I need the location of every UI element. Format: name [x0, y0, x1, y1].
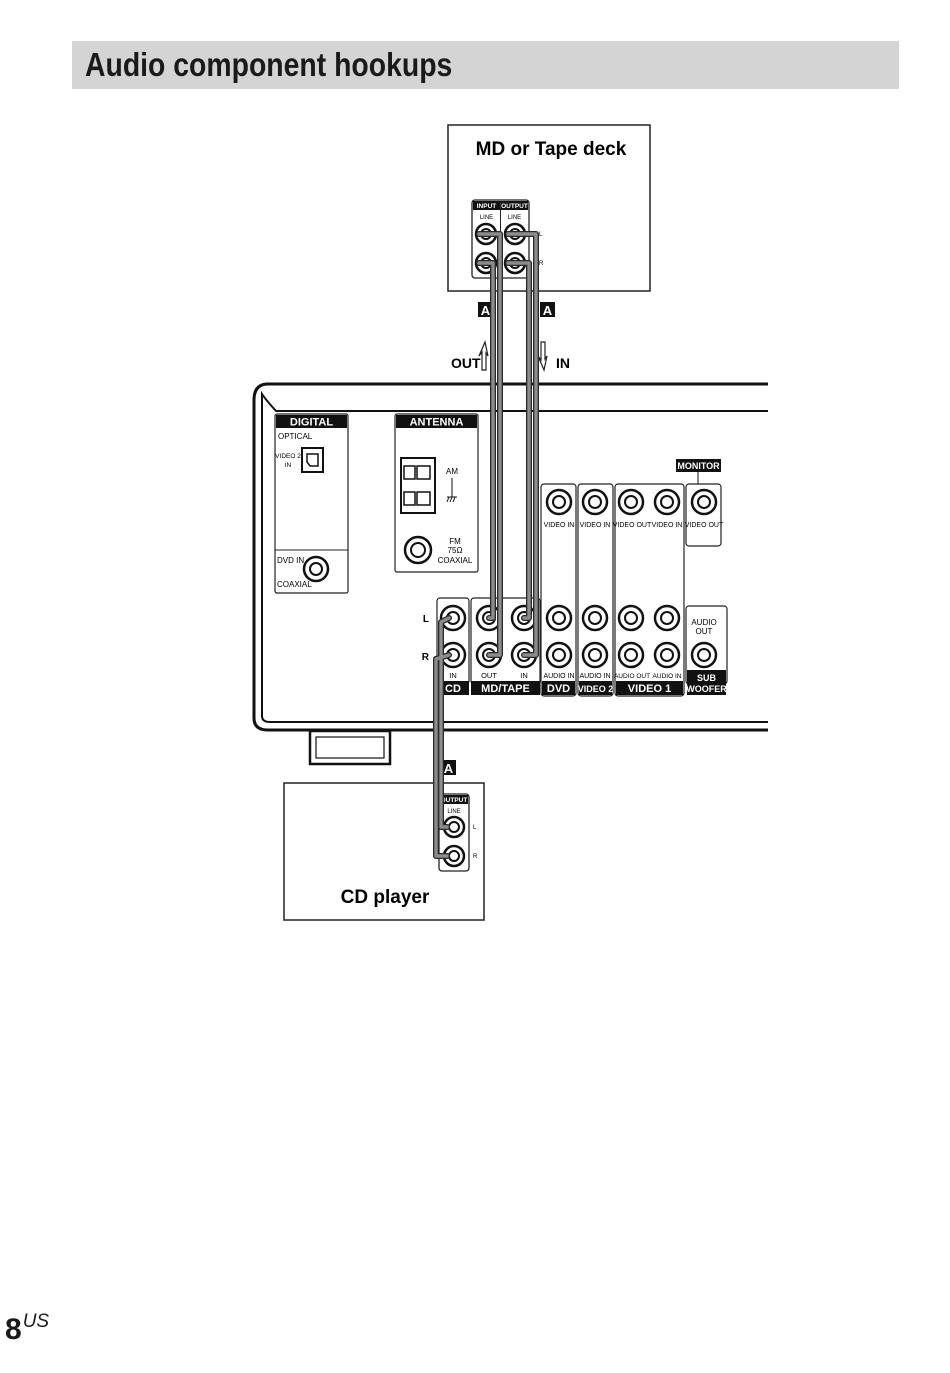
cd-output-label: OUTPUT — [441, 797, 468, 804]
optical-video2-label: VIDEO 2 — [275, 453, 301, 460]
md-deck-label: MD or Tape deck — [476, 139, 627, 160]
cable-marker-a3: A — [441, 760, 456, 776]
section-dvd-label: DVD — [547, 683, 570, 695]
monitor-label: MONITOR — [677, 461, 720, 471]
section-md-tape-label: MD/TAPE — [481, 683, 530, 695]
out-arrow-icon — [478, 340, 489, 371]
audio-out-label-1: AUDIO — [691, 618, 716, 627]
cd-l-label: L — [473, 825, 477, 831]
video-out-monitor-label: VIDEO OUT — [685, 522, 724, 529]
section-title-bar: Audio component hookups — [72, 41, 899, 89]
cd-r-label: R — [473, 854, 478, 860]
video-jacks — [545, 488, 718, 516]
fm-label: FM — [449, 537, 461, 546]
in-arrow-icon — [537, 341, 548, 372]
fm-ohm-label: 75Ω — [448, 546, 463, 555]
coaxial-label: COAXIAL — [277, 580, 312, 589]
section-woofer-label: WOOFER — [686, 684, 727, 694]
optical-label: OPTICAL — [278, 432, 313, 441]
audio-in-v2-label: AUDIO IN — [579, 673, 610, 680]
audio-out-v1-label: AUDIO OUT — [614, 673, 650, 680]
section-video1-label: VIDEO 1 — [628, 683, 671, 695]
cd-line-label: LINE — [447, 809, 460, 815]
video-in-v2-label: VIDEO IN — [580, 522, 611, 529]
section-sub-label: SUB — [697, 673, 717, 683]
svg-text:A: A — [543, 303, 553, 318]
digital-label: DIGITAL — [290, 417, 333, 429]
md-r-label: R — [539, 261, 544, 267]
out-label: OUT — [451, 355, 481, 371]
dvd-in-label: DVD IN — [277, 556, 304, 565]
fm-antenna-jack — [403, 535, 433, 565]
md-input-label: INPUT — [477, 203, 497, 210]
cable-marker-a1: A — [478, 302, 493, 318]
in-label: IN — [556, 355, 570, 371]
coaxial-jack — [302, 555, 330, 583]
receiver-rear-panel: DIGITAL OPTICAL VIDEO 2 IN DVD IN COAXIA… — [252, 382, 768, 766]
optical-in-label: IN — [285, 462, 292, 469]
md-line-in-label: LINE — [480, 215, 493, 221]
section-cd-label: CD — [445, 683, 461, 695]
svg-text:A: A — [444, 761, 454, 776]
section-video2-label: VIDEO 2 — [578, 684, 614, 694]
md-output-label: OUTPUT — [501, 203, 528, 210]
cable-marker-a2: A — [540, 302, 555, 318]
fm-coaxial-label: COAXIAL — [438, 556, 473, 565]
md-out-label: OUT — [481, 671, 497, 680]
page-title: Audio component hookups — [85, 46, 453, 83]
video-in-dvd-label: VIDEO IN — [544, 522, 575, 529]
cd-player: CD player OUTPUT LINE L R — [283, 782, 485, 921]
cd-player-label: CD player — [341, 887, 430, 908]
page-number-value: 8 — [5, 1313, 22, 1346]
video-in-v1-label: VIDEO IN — [652, 522, 683, 529]
md-in-label: IN — [520, 671, 528, 680]
page-number: 8US — [5, 1311, 50, 1347]
am-label: AM — [446, 467, 458, 476]
audio-in-dvd-label: AUDIO IN — [543, 673, 574, 680]
video-out-v1-label: VIDEO OUT — [613, 522, 652, 529]
page-number-suffix: US — [22, 1311, 50, 1332]
audio-in-v1-label: AUDIO IN — [653, 673, 682, 680]
row-l-label: L — [423, 614, 429, 625]
md-deck: MD or Tape deck INPUT OUTPUT LINE LINE L… — [447, 124, 651, 292]
antenna-label: ANTENNA — [410, 417, 464, 429]
row-r-label: R — [422, 652, 430, 663]
audio-cables — [433, 231, 539, 859]
md-l-label: L — [539, 232, 543, 238]
audio-out-label-2: OUT — [696, 627, 713, 636]
svg-text:A: A — [481, 303, 491, 318]
md-line-out-label: LINE — [508, 215, 521, 221]
cd-in-label: IN — [449, 671, 457, 680]
